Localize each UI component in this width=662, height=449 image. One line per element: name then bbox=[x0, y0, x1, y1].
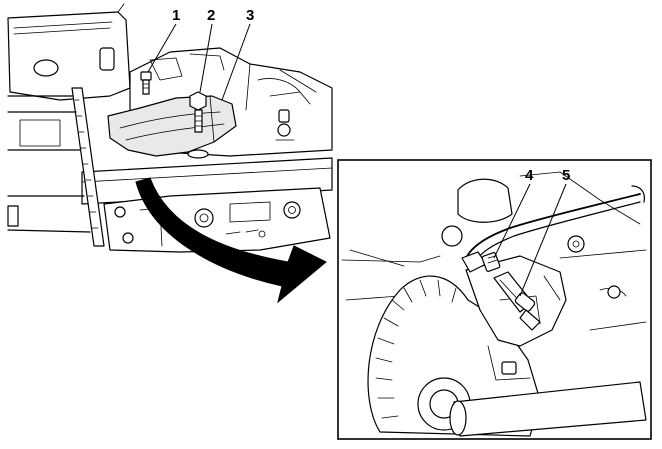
bellhousing bbox=[367, 275, 541, 437]
bellhousing-ribs bbox=[375, 279, 457, 419]
main-view bbox=[7, 3, 333, 253]
connector-4 bbox=[461, 251, 501, 273]
leader-lines bbox=[147, 23, 567, 297]
callout-4: 4 bbox=[525, 167, 534, 184]
panel-hole bbox=[33, 59, 59, 77]
callout-1: 1 bbox=[172, 7, 180, 24]
housing-boss bbox=[457, 178, 513, 223]
zoom-arrow bbox=[135, 177, 327, 304]
heat-shield bbox=[107, 95, 237, 157]
callout-5: 5 bbox=[562, 167, 570, 184]
mount-hole-a bbox=[194, 208, 214, 228]
bolt-2 bbox=[187, 91, 209, 159]
leader-1 bbox=[147, 23, 177, 73]
leader-2 bbox=[199, 23, 213, 93]
panel-slot bbox=[99, 47, 115, 71]
leader-3 bbox=[221, 23, 251, 101]
mount-hole-b bbox=[283, 201, 301, 219]
bolt-1 bbox=[140, 71, 152, 95]
leader-4 bbox=[493, 183, 531, 259]
callout-2: 2 bbox=[207, 7, 215, 24]
detail-view bbox=[341, 171, 647, 437]
callout-labels: 1 2 3 4 5 bbox=[172, 7, 570, 184]
left-rail bbox=[71, 87, 105, 247]
sensor-5 bbox=[493, 271, 541, 331]
left-bracket bbox=[7, 205, 19, 227]
stud-right bbox=[275, 109, 295, 141]
upper-panel bbox=[7, 11, 131, 101]
callout-3: 3 bbox=[246, 7, 254, 24]
leader-5 bbox=[519, 183, 567, 297]
wiring-harness bbox=[465, 193, 641, 259]
